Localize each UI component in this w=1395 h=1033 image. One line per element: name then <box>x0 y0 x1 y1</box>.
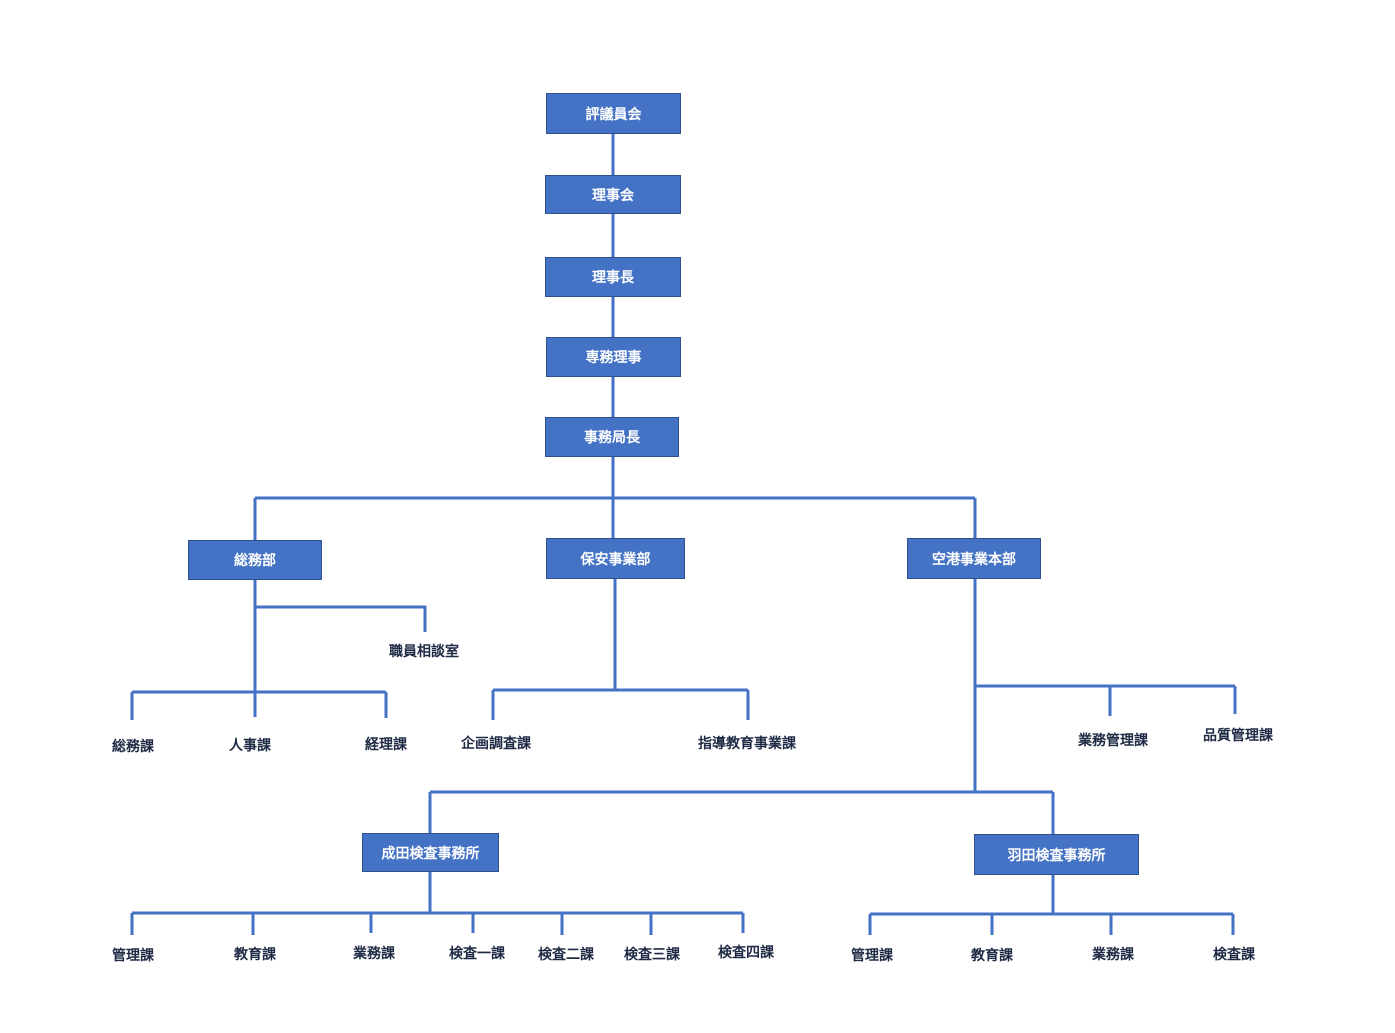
label-section: 品質管理課 <box>1203 728 1273 744</box>
label-section: 教育課 <box>971 948 1013 964</box>
label-section: 検査課 <box>1213 947 1255 963</box>
label-section: 企画調査課 <box>461 736 531 752</box>
node-chairman: 理事長 <box>545 257 681 297</box>
label-staff-consultation: 職員相談室 <box>389 644 459 660</box>
label-section: 検査二課 <box>538 947 594 963</box>
label-section: 経理課 <box>365 737 407 753</box>
label-section: 検査一課 <box>449 946 505 962</box>
label-section: 業務課 <box>353 946 395 962</box>
label-section: 人事課 <box>229 738 271 754</box>
label-section: 管理課 <box>851 948 893 964</box>
node-narita: 成田検査事務所 <box>362 833 499 872</box>
label-section: 検査四課 <box>718 945 774 961</box>
node-board: 理事会 <box>545 175 681 214</box>
label-section: 総務課 <box>112 739 154 755</box>
label-section: 指導教育事業課 <box>698 736 796 752</box>
node-council: 評議員会 <box>546 93 681 134</box>
label-section: 管理課 <box>112 948 154 964</box>
label-section: 業務管理課 <box>1078 733 1148 749</box>
label-section: 業務課 <box>1092 947 1134 963</box>
label-section: 検査三課 <box>624 947 680 963</box>
node-airport-business: 空港事業本部 <box>907 538 1041 579</box>
label-section: 教育課 <box>234 947 276 963</box>
node-general-affairs: 総務部 <box>188 540 322 580</box>
node-security-business: 保安事業部 <box>546 538 685 579</box>
node-haneda: 羽田検査事務所 <box>974 834 1139 875</box>
node-secretary-general: 事務局長 <box>545 417 679 457</box>
node-executive-director: 専務理事 <box>546 337 681 377</box>
